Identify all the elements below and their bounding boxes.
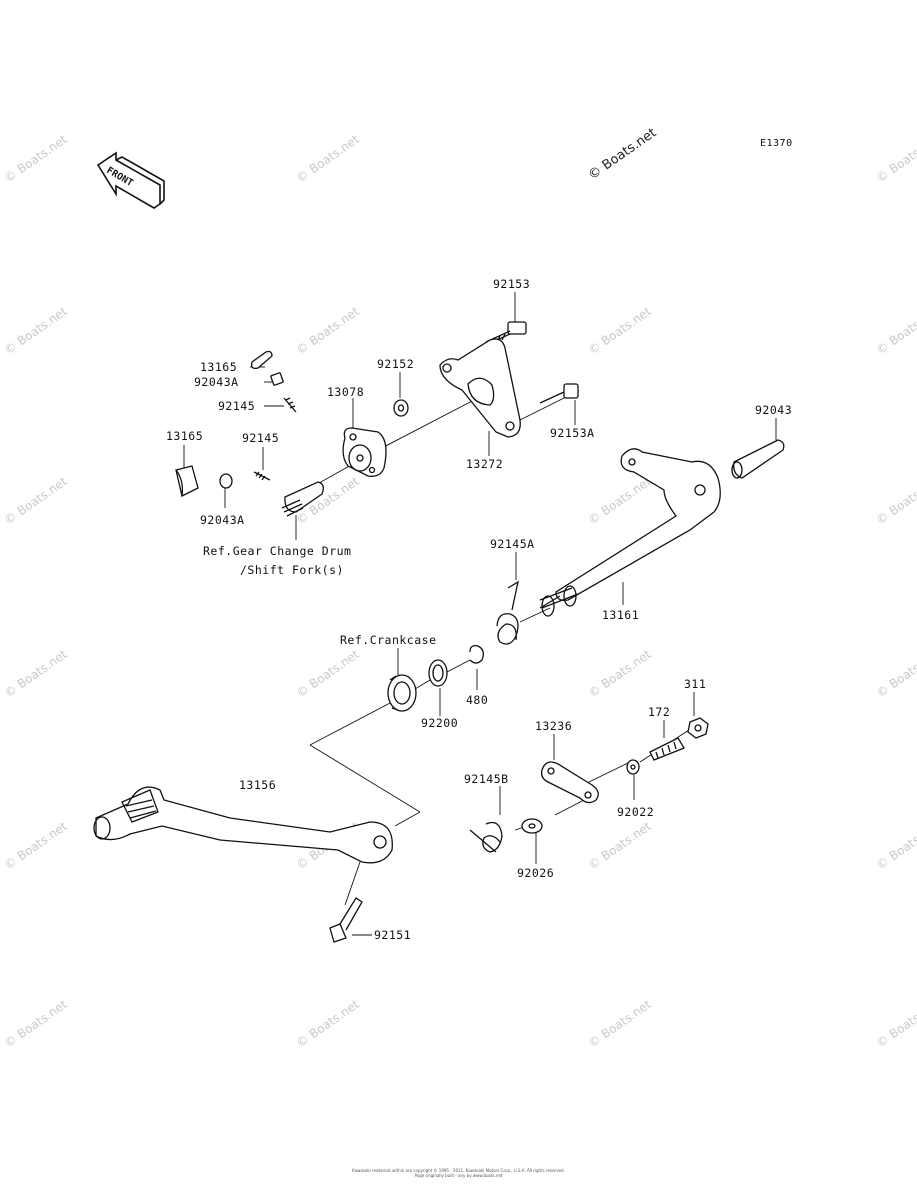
reference-label: /Shift Fork(s)	[240, 563, 344, 577]
part-number-label[interactable]: 13078	[327, 385, 364, 399]
part-13078-cam	[342, 427, 387, 477]
diagram-code: E1370	[760, 138, 793, 149]
part-92145-spring	[283, 397, 297, 413]
front-arrow-icon: FRONT	[96, 151, 165, 209]
part-number-label[interactable]: 92043A	[194, 375, 239, 389]
watermark: © Boats.net	[874, 304, 917, 358]
part-92145B-spring	[469, 821, 503, 853]
part-number-label[interactable]: 92145B	[464, 772, 509, 786]
part-number-label[interactable]: 13272	[466, 457, 503, 471]
part-crankcase-seal	[387, 674, 417, 712]
part-number-label[interactable]: 92145	[242, 431, 279, 445]
part-13165-pin-b	[175, 465, 199, 497]
part-13165-pin	[250, 350, 273, 370]
part-480-circlip	[469, 644, 484, 664]
part-number-label[interactable]: 13156	[239, 778, 276, 792]
watermark: © Boats.net	[874, 647, 917, 701]
part-number-label[interactable]: 92152	[377, 357, 414, 371]
part-number-label[interactable]: 92026	[517, 866, 554, 880]
part-number-label[interactable]: 92043A	[200, 513, 245, 527]
reference-label: Ref.Gear Change Drum	[203, 544, 351, 558]
part-13236-lever	[540, 761, 599, 804]
watermark-group: © Boats.net © Boats.net © Boats.net © Bo…	[2, 125, 917, 1050]
part-number-label[interactable]: 13161	[602, 608, 639, 622]
watermark: © Boats.net	[2, 647, 70, 701]
part-13156-lever	[93, 786, 393, 864]
watermark: © Boats.net	[586, 997, 654, 1051]
watermark: © Boats.net	[874, 819, 917, 873]
watermark: © Boats.net	[586, 474, 654, 528]
watermark: © Boats.net	[2, 997, 70, 1051]
part-number-label[interactable]: 92145	[218, 399, 255, 413]
watermark: © Boats.net	[294, 647, 362, 701]
part-13161-shaft	[539, 448, 721, 617]
reference-label: Ref.Crankcase	[340, 633, 437, 647]
part-92022-washer	[626, 759, 640, 775]
copyright-line: Kawasaki materials within are copyright …	[352, 1168, 565, 1173]
part-13272-plate	[439, 338, 521, 438]
part-172-bolt	[649, 737, 685, 761]
watermark: © Boats.net	[874, 997, 917, 1051]
leader-lines	[183, 292, 777, 936]
part-number-label[interactable]: 13236	[535, 719, 572, 733]
part-92043A-pin-b	[219, 473, 233, 489]
watermark: © Boats.net	[874, 132, 917, 186]
part-number-label[interactable]: 92022	[617, 805, 654, 819]
watermark: © Boats.net	[294, 997, 362, 1051]
part-labels: 92153 92152 13165 92043A 92145 13078 921…	[166, 277, 792, 942]
watermark: © Boats.net	[586, 647, 654, 701]
part-number-label[interactable]: 92200	[421, 716, 458, 730]
part-number-label[interactable]: 13165	[166, 429, 203, 443]
part-92152-washer	[393, 399, 409, 417]
part-number-label[interactable]: 92151	[374, 928, 411, 942]
watermark: © Boats.net	[874, 474, 917, 528]
part-311-nut	[687, 717, 709, 739]
part-number-label[interactable]: 13165	[200, 360, 237, 374]
part-92153A-bolt	[539, 383, 579, 404]
watermark: © Boats.net	[586, 819, 654, 873]
part-92145A-spring	[496, 580, 519, 645]
part-gear-drum-shaft	[281, 481, 324, 517]
part-number-label[interactable]: 172	[648, 705, 670, 719]
part-number-label[interactable]: 92145A	[490, 537, 535, 551]
part-number-label[interactable]: 92153A	[550, 426, 595, 440]
part-92043-pin	[731, 439, 785, 479]
watermark: © Boats.net	[2, 304, 70, 358]
watermark: © Boats.net	[586, 304, 654, 358]
watermark-dark: © Boats.net	[586, 125, 660, 183]
part-number-label[interactable]: 311	[684, 677, 706, 691]
part-number-label[interactable]: 92043	[755, 403, 792, 417]
watermark: © Boats.net	[2, 132, 70, 186]
part-92151-bolt	[329, 897, 363, 943]
part-92145-spring-b	[253, 471, 271, 481]
watermark: © Boats.net	[2, 474, 70, 528]
part-number-label[interactable]: 92153	[493, 277, 530, 291]
part-92026-washer	[521, 818, 543, 834]
watermark: © Boats.net	[294, 132, 362, 186]
copyright-line-2: Page originally built - any by www.boats…	[414, 1173, 503, 1178]
watermark: © Boats.net	[294, 304, 362, 358]
part-92200-washer	[428, 659, 448, 687]
part-92043A-pin	[270, 372, 284, 386]
copyright-footer: Kawasaki materials within are copyright …	[0, 1168, 917, 1178]
watermark: © Boats.net	[2, 819, 70, 873]
part-number-label[interactable]: 480	[466, 693, 488, 707]
